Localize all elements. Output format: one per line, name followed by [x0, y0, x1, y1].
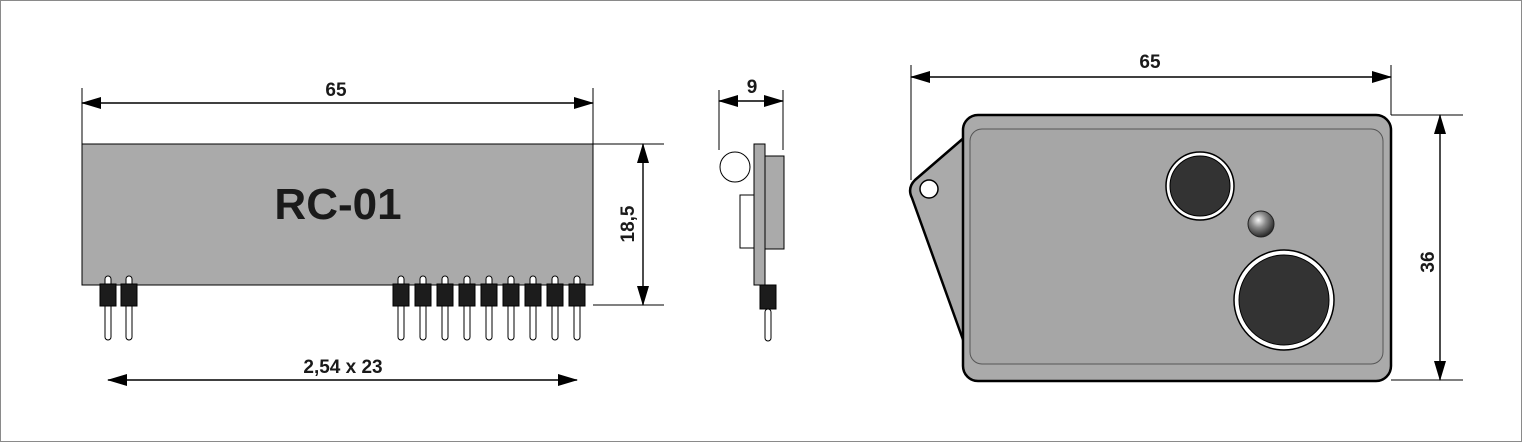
- module-width-label: 65: [325, 80, 347, 101]
- module-pins: [99, 275, 586, 341]
- button-icon-large-face: [1238, 254, 1330, 346]
- pin-header-2: [120, 283, 138, 307]
- side-component-lower: [739, 194, 755, 249]
- side-component-upper: [764, 155, 785, 250]
- pin-header-9: [524, 283, 542, 307]
- pin-header-5: [436, 283, 454, 307]
- pitch-label: 2,54 x 23: [303, 357, 382, 378]
- pin-header-4: [414, 283, 432, 307]
- pin-header-8: [502, 283, 520, 307]
- module-height-label: 18,5: [618, 205, 639, 242]
- keyring-hole-icon: [919, 179, 939, 199]
- side-thickness-label: 9: [747, 77, 758, 98]
- remote-height-label: 36: [1418, 251, 1439, 272]
- pin-header-1: [99, 283, 117, 307]
- module-label: RC-01: [274, 180, 401, 229]
- side-pcb: [753, 143, 766, 286]
- remote-width-label: 65: [1139, 52, 1161, 73]
- pin-header-7: [480, 283, 498, 307]
- pin-header-6: [458, 283, 476, 307]
- led-icon: [1247, 210, 1275, 238]
- module-side-view: 9: [718, 77, 785, 342]
- side-crystal: [719, 151, 751, 183]
- remote-view: 65 36: [908, 52, 1463, 383]
- module-body: [81, 143, 594, 286]
- pin-header-11: [568, 283, 586, 307]
- side-pin-lead: [764, 308, 772, 342]
- button-icon-small-face: [1169, 155, 1231, 217]
- module-front-view: RC-01 65 18,5 2,54 x 23: [81, 80, 664, 386]
- side-pin-header: [759, 284, 777, 310]
- pin-header-3: [392, 283, 410, 307]
- pin-header-10: [546, 283, 564, 307]
